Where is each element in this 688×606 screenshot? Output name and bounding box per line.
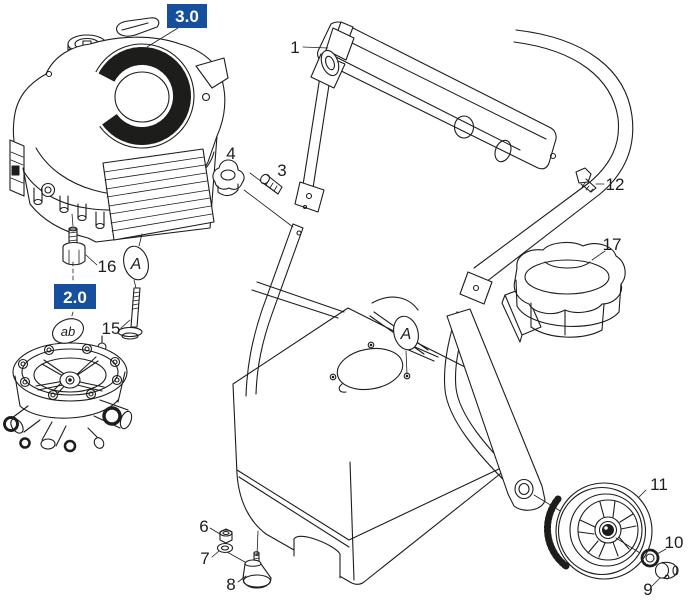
hub-cap-part-9 xyxy=(654,561,679,580)
engine-assembly xyxy=(9,17,229,243)
callout-9: 9 xyxy=(643,580,652,599)
callout-16: 16 xyxy=(98,257,117,276)
foot-hardware xyxy=(216,528,272,589)
handle-grip-part-1 xyxy=(310,21,557,170)
cart-frame xyxy=(245,29,634,530)
callout-10: 10 xyxy=(665,533,684,552)
callout-numbers: 1 3 4 6 7 8 9 10 11 12 15 16 17 xyxy=(98,38,684,599)
nut-part-6 xyxy=(219,528,233,544)
platform-hole xyxy=(336,347,404,391)
screw-part-12 xyxy=(575,167,597,193)
detail-marker-a-engine-text: A xyxy=(130,256,142,273)
section-label-pump[interactable]: 2.0 xyxy=(54,284,96,309)
detail-marker-a-platform-text: A xyxy=(400,326,412,343)
leader-lines xyxy=(70,27,667,587)
washer-part-7 xyxy=(216,542,234,554)
callout-17: 17 xyxy=(603,235,622,254)
section-label-pump-text[interactable]: 2.0 xyxy=(63,288,87,307)
callout-1: 1 xyxy=(290,38,299,57)
callout-7: 7 xyxy=(200,549,209,568)
callout-15: 15 xyxy=(102,319,121,338)
detail-marker-a-platform: A xyxy=(393,315,419,351)
callout-4: 4 xyxy=(226,144,235,163)
rubber-foot-part-8 xyxy=(242,551,272,589)
bolt-part-3 xyxy=(260,173,283,195)
section-label-engine-text[interactable]: 3.0 xyxy=(175,7,199,26)
callout-11: 11 xyxy=(650,475,668,494)
callout-6: 6 xyxy=(199,517,208,536)
callout-8: 8 xyxy=(226,575,235,594)
axle-bracket xyxy=(446,308,546,511)
callout-12: 12 xyxy=(606,175,625,194)
detail-marker-ab-pump-text: ab xyxy=(61,324,75,339)
wheel-part-11 xyxy=(543,482,653,580)
bottle-holder-part-17 xyxy=(501,241,626,343)
push-washer-part-10 xyxy=(640,548,660,568)
detail-marker-a-engine: A xyxy=(123,245,149,281)
section-label-engine[interactable]: 3.0 xyxy=(167,4,207,28)
detail-marker-ab-pump: ab xyxy=(52,318,84,344)
recoil-handle xyxy=(116,17,160,37)
engine-bolt-part-15 xyxy=(117,233,143,340)
callout-3: 3 xyxy=(277,161,286,180)
recoil-starter xyxy=(82,43,195,149)
pump-assembly xyxy=(3,335,133,453)
stud-part-16 xyxy=(62,213,86,266)
muffler-grille xyxy=(102,148,215,241)
